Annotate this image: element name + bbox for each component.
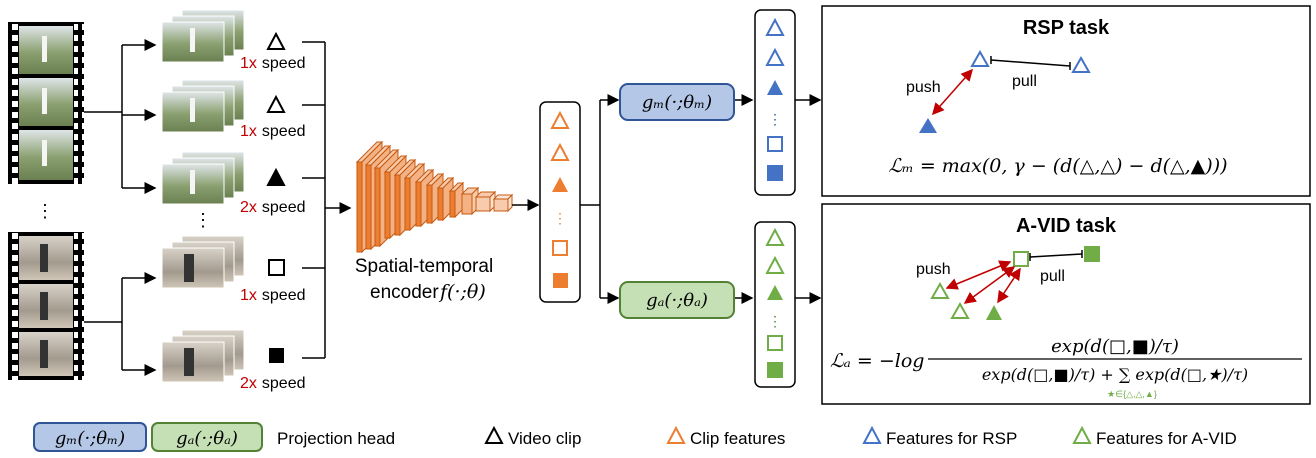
rsp-pull-label: pull (1012, 73, 1037, 90)
branch-connectors (580, 94, 822, 304)
avid-neg-triangle-1 (930, 281, 950, 299)
avid-task-panel: A-VID task push pull ℒₐ = −log exp(d(□,■… (821, 203, 1311, 405)
legend-ga-label: gₐ(·;θₐ) (176, 428, 238, 449)
legend-ga-box (151, 422, 263, 452)
legend-avid-features-icon (1072, 425, 1092, 444)
clip-stack-1 (161, 9, 245, 63)
clip-stack-5 (161, 329, 245, 383)
clip-stack-4 (161, 235, 245, 289)
avid-loss-lhs: ℒₐ = −log (830, 350, 924, 372)
legend-projection-head: Projection head (277, 429, 395, 448)
clip-stack-3 (161, 151, 245, 205)
svg-text:⋮: ⋮ (768, 313, 782, 329)
legend-avid-features: Features for A-VID (1096, 429, 1237, 448)
rsp-task-title: RSP task (1023, 17, 1110, 39)
encoder-network (355, 140, 514, 254)
clip-features-box: ⋮ (539, 101, 581, 303)
avid-task-title: A-VID task (1016, 215, 1117, 237)
split-connectors (84, 39, 157, 376)
clip-stack-2 (161, 79, 245, 133)
avid-neg-triangle-2 (950, 301, 970, 319)
svg-text:gₐ(·;θₐ): gₐ(·;θₐ) (646, 290, 708, 311)
vertical-ellipsis-left: ⋮ (36, 201, 54, 221)
avid-push-label: push (916, 261, 951, 278)
legend-video-clip: Video clip (508, 429, 581, 448)
rsp-positive-triangle (1071, 55, 1091, 73)
merge-connectors (302, 41, 352, 359)
avid-loss-denominator: exp(d(□,■)/τ) + ∑ exp(d(□,★)/τ) (982, 365, 1248, 384)
rsp-push-label: push (906, 79, 941, 96)
avid-neg-triangle-3 (986, 305, 1002, 320)
clip-symbol-2 (266, 94, 286, 113)
rsp-pull-line (990, 59, 1071, 67)
svg-text:gₘ(·;θₘ): gₘ(·;θₘ) (642, 92, 712, 113)
legend-rsp-features-icon (862, 425, 882, 444)
svg-text:⋮: ⋮ (553, 210, 567, 226)
legend: gₘ(·;θₘ) gₐ(·;θₐ) Projection head Video … (33, 422, 1237, 452)
vertical-ellipsis-clips: ⋮ (194, 210, 212, 230)
rsp-push-arrow (932, 68, 973, 116)
avid-pull-line (1029, 253, 1083, 258)
projection-head-ga: gₐ(·;θₐ) (619, 281, 735, 319)
projection-head-gm: gₘ(·;θₘ) (619, 83, 735, 121)
avid-loss-numerator: exp(d(□,■)/τ) (1051, 336, 1179, 357)
rsp-task-panel: RSP task push pull ℒₘ = max(0, γ − (d(△,… (821, 5, 1311, 197)
legend-rsp-features: Features for RSP (886, 429, 1017, 448)
clip-symbol-3 (266, 167, 286, 186)
encoder-label-line2: encoder (370, 282, 439, 303)
svg-text:⋮: ⋮ (768, 111, 782, 127)
legend-video-clip-icon (484, 425, 504, 444)
avid-features-box: ⋮ (754, 221, 796, 388)
legend-clip-features: Clip features (690, 429, 785, 448)
rsp-negative-triangle (919, 118, 937, 133)
clip-symbol-4 (268, 259, 285, 276)
film-strip-golf (8, 22, 84, 184)
avid-push-arrows (945, 260, 1021, 304)
legend-gm-box (33, 422, 147, 452)
encoder-label-line1: Spatial-temporal (355, 256, 493, 277)
avid-pull-label: pull (1040, 268, 1065, 285)
film-strip-gym (8, 232, 84, 380)
encoder-function: f(·;θ) (438, 281, 486, 303)
rsp-anchor-triangle (970, 49, 990, 67)
avid-anchor-square (1013, 251, 1029, 267)
legend-gm-label: gₘ(·;θₘ) (55, 428, 125, 449)
avid-sum-subscript: ★∈{△,△,▲} (1107, 389, 1157, 399)
legend-clip-features-icon (666, 425, 686, 444)
avid-positive-square (1084, 246, 1100, 262)
clip-symbol-1 (266, 31, 286, 50)
rsp-loss-formula: ℒₘ = max(0, γ − (d(△,△) − d(△,▲))) (888, 155, 1227, 177)
clip-symbol-5 (269, 348, 284, 363)
rsp-features-box: ⋮ (754, 9, 796, 196)
